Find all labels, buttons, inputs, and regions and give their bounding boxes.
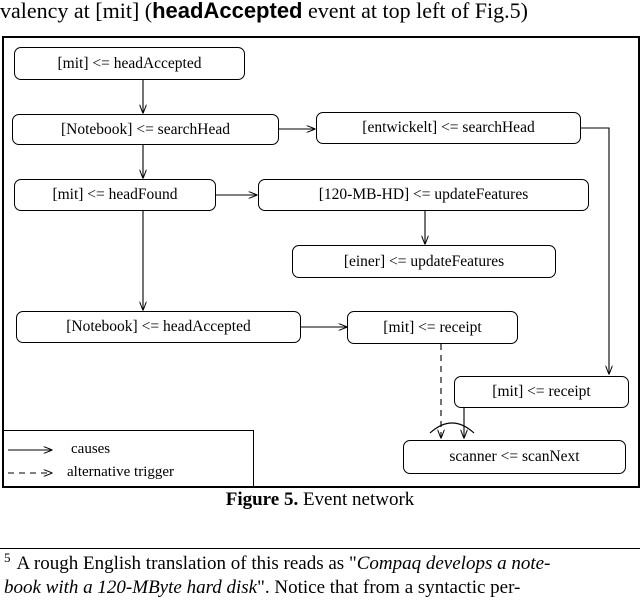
footnote: 5 A rough English translation of this rea…: [4, 549, 640, 600]
footnote-tail: ". Notice that from a syntactic per-: [257, 577, 521, 598]
node-120mbhd-updatefeatures: [120-MB-HD] <= updateFeatures: [258, 179, 589, 211]
header-text: valency at [mit] (headAccepted event at …: [0, 0, 640, 30]
node-mit-headaccepted: [mit] <= headAccepted: [14, 47, 245, 80]
figure-frame: [2, 36, 640, 488]
figure-caption: Figure 5. Event network: [0, 489, 640, 511]
legend: [2, 430, 254, 486]
edge-n3-n9: [581, 127, 609, 374]
footnote-lead: A rough English translation of this read…: [16, 553, 357, 574]
node-mit-receipt-2: [mit] <= receipt: [454, 376, 629, 408]
node-notebook-searchhead: [Notebook] <= searchHead: [12, 114, 279, 145]
node-label: [mit] <= headAccepted: [57, 54, 202, 72]
trigger-arc: [429, 422, 475, 434]
caption-label: Figure 5.: [225, 489, 299, 510]
node-einer-updatefeatures: [einer] <= updateFeatures: [292, 245, 556, 278]
node-label: [Notebook] <= searchHead: [61, 120, 230, 138]
legend-label-alternative: alternative trigger: [67, 464, 175, 480]
caption-text: Event network: [298, 489, 415, 510]
header-text-after: event at top left of Fig.5): [302, 0, 528, 23]
footnote-rule: [0, 548, 640, 549]
node-scanner-scannext: scanner <= scanNext: [403, 440, 626, 474]
node-label: [Notebook] <= headAccepted: [66, 318, 251, 335]
node-mit-headfound: [mit] <= headFound: [14, 179, 216, 211]
node-label: [mit] <= receipt: [492, 383, 591, 400]
header-text-before: valency at [mit] (: [0, 0, 153, 23]
node-mit-receipt-1: [mit] <= receipt: [347, 311, 518, 344]
footnote-italic-1: Compaq develops a note-: [356, 553, 551, 574]
node-label: scanner <= scanNext: [449, 448, 580, 465]
header-text-bold: headAccepted: [152, 0, 303, 23]
footnote-number: 5: [4, 549, 11, 565]
node-label: [einer] <= updateFeatures: [343, 252, 505, 270]
node-label: [entwickelt] <= searchHead: [362, 119, 535, 136]
footnote-italic-2: book with a 120-MByte hard disk: [4, 577, 258, 598]
node-entwickelt-searchhead: [entwickelt] <= searchHead: [316, 112, 581, 144]
node-notebook-headaccepted: [Notebook] <= headAccepted: [16, 311, 301, 343]
node-label: [mit] <= headFound: [52, 186, 178, 203]
node-label: [mit] <= receipt: [383, 318, 482, 336]
node-label: [120-MB-HD] <= updateFeatures: [318, 186, 529, 203]
legend-label-causes: causes: [71, 441, 111, 457]
